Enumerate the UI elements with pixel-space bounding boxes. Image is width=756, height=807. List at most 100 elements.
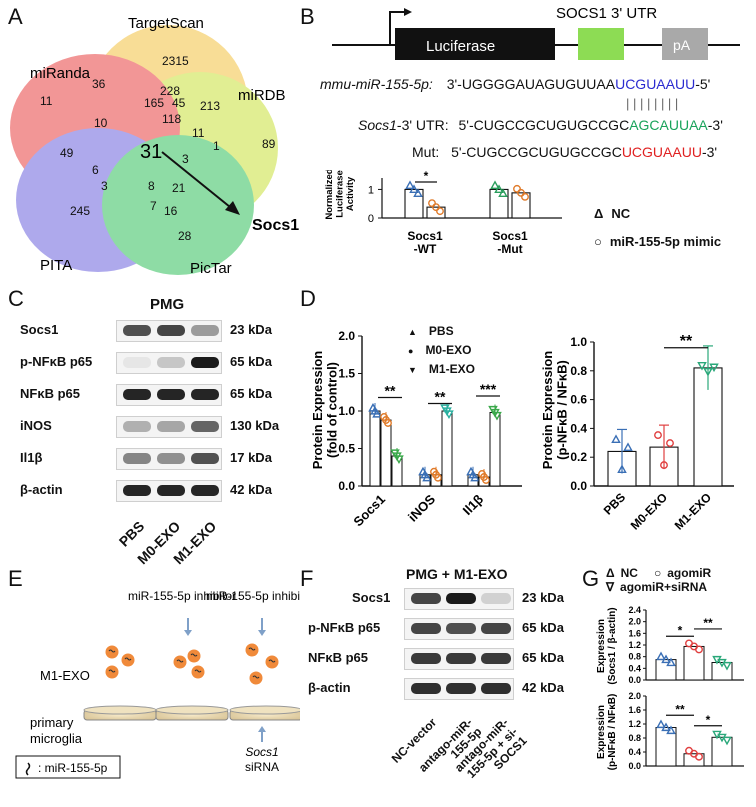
data-point xyxy=(695,645,703,654)
data-points xyxy=(405,180,423,198)
mirna-symbol-icon xyxy=(25,762,31,776)
y-axis-label: Protein Expression(fold of control) xyxy=(310,351,339,470)
bar xyxy=(426,206,446,219)
x-tick-label: Socs1 xyxy=(350,492,388,530)
data-points xyxy=(697,361,719,377)
utr-box xyxy=(578,28,624,60)
blot-row-label: iNOS xyxy=(20,418,52,433)
data-point xyxy=(521,192,529,201)
inhibitor-label-2: miR-155-5p inhibitor xyxy=(206,589,300,603)
bar xyxy=(655,727,677,767)
bar xyxy=(711,662,733,681)
data-point xyxy=(413,188,423,198)
y-tick-label: 0.4 xyxy=(628,747,641,757)
data-point xyxy=(666,657,676,667)
mirna-label: mmu-miR-155-5p: xyxy=(320,76,433,92)
data-point xyxy=(661,654,671,664)
data-point xyxy=(660,461,668,470)
data-point xyxy=(656,651,666,661)
data-point xyxy=(492,411,502,421)
venn-count: 3 xyxy=(101,179,108,193)
data-point xyxy=(372,408,382,418)
data-point xyxy=(434,473,442,482)
data-point xyxy=(695,752,703,761)
data-point xyxy=(428,199,436,208)
blot-kda-label: 23 kDa xyxy=(230,322,272,337)
blot-row-label: Socs1 xyxy=(352,590,391,605)
venn-count: 228 xyxy=(160,84,180,98)
data-points xyxy=(478,470,490,484)
bar xyxy=(369,410,381,487)
blot-band xyxy=(123,485,151,496)
legend-item-mimic: ○miR-155-5p mimic xyxy=(594,234,722,249)
utr-label-rest: -3' UTR: xyxy=(396,117,449,133)
data-point xyxy=(513,184,521,193)
y-tick-label: 2.4 xyxy=(628,605,641,615)
blot-strip xyxy=(404,618,514,640)
data-point xyxy=(623,442,633,452)
mirna-sequence-line: mmu-miR-155-5p: 3'-UGGGGAUAGUGUUAAUCGUAA… xyxy=(320,76,710,92)
y-tick-label: 1.5 xyxy=(338,367,355,381)
venn-count: 245 xyxy=(70,204,90,218)
significance-label: ** xyxy=(385,383,396,399)
y-tick-label: 0.2 xyxy=(570,450,587,464)
y-tick-label: 0.0 xyxy=(338,479,355,493)
sirna-gene-label: Socs1 xyxy=(245,745,278,759)
venn-count: 16 xyxy=(164,204,178,218)
blot-band xyxy=(157,325,185,336)
data-points xyxy=(368,402,382,418)
data-points xyxy=(611,434,633,474)
significance-label: * xyxy=(424,170,429,183)
d-legend-pbs: ▲PBS xyxy=(408,324,454,338)
y-tick-label: 1 xyxy=(368,184,374,196)
exosome-icon xyxy=(173,655,187,669)
mirna-prefix: 3'-UGGGGAUAGUGUUAA xyxy=(446,76,616,92)
blot-kda-label: 65 kDa xyxy=(522,620,564,635)
significance-label: ** xyxy=(703,616,713,630)
venn-count: 28 xyxy=(178,229,192,243)
data-point xyxy=(722,736,732,746)
data-point xyxy=(722,661,732,671)
blot-kda-label: 42 kDa xyxy=(230,482,272,497)
data-points xyxy=(712,730,732,746)
data-points xyxy=(712,655,732,671)
significance-label: ** xyxy=(675,702,685,716)
exosome-icon xyxy=(121,653,135,667)
panel-letter-b: B xyxy=(300,4,315,29)
venn-arrowhead xyxy=(225,201,240,215)
data-point xyxy=(422,472,432,482)
data-point xyxy=(498,188,508,198)
blot-strip xyxy=(404,588,514,610)
d-legend: ▲PBS ●M0-EXO ▼M1-EXO xyxy=(408,322,475,379)
blot-kda-label: 130 kDa xyxy=(230,418,280,433)
data-point xyxy=(517,188,525,197)
blot-strip xyxy=(116,448,222,470)
exosome-icon xyxy=(249,671,263,685)
venn-count: 45 xyxy=(172,96,186,110)
blot-strip xyxy=(116,384,222,406)
blot-row-label: β-actin xyxy=(20,482,63,497)
bar xyxy=(683,753,705,767)
blot-band xyxy=(157,453,185,464)
y-tick-label: 1.6 xyxy=(628,705,641,715)
panel-letter-c: C xyxy=(8,286,24,311)
luciferase-box xyxy=(395,28,555,60)
exosome-icon xyxy=(265,655,279,669)
y-axis-label: Expression(p-NFκB / NFκB) xyxy=(596,694,618,771)
blot-kda-label: 65 kDa xyxy=(522,650,564,665)
data-point xyxy=(611,434,621,444)
y-tick-label: 0.4 xyxy=(570,421,587,435)
venn-label-miranda: miRanda xyxy=(30,65,91,82)
blot-band xyxy=(411,653,441,664)
y-tick-label: 0.8 xyxy=(628,733,641,743)
data-points xyxy=(490,180,508,198)
data-points xyxy=(654,431,674,470)
bar xyxy=(380,419,392,487)
utr-prefix: 5'-CUGCCGCUGUGCCGC xyxy=(458,117,630,133)
inhibitor-label-1: miR-155-5p inhibitor xyxy=(128,589,236,603)
petri-dish-icon xyxy=(83,705,157,721)
venn-count: 10 xyxy=(94,116,108,130)
